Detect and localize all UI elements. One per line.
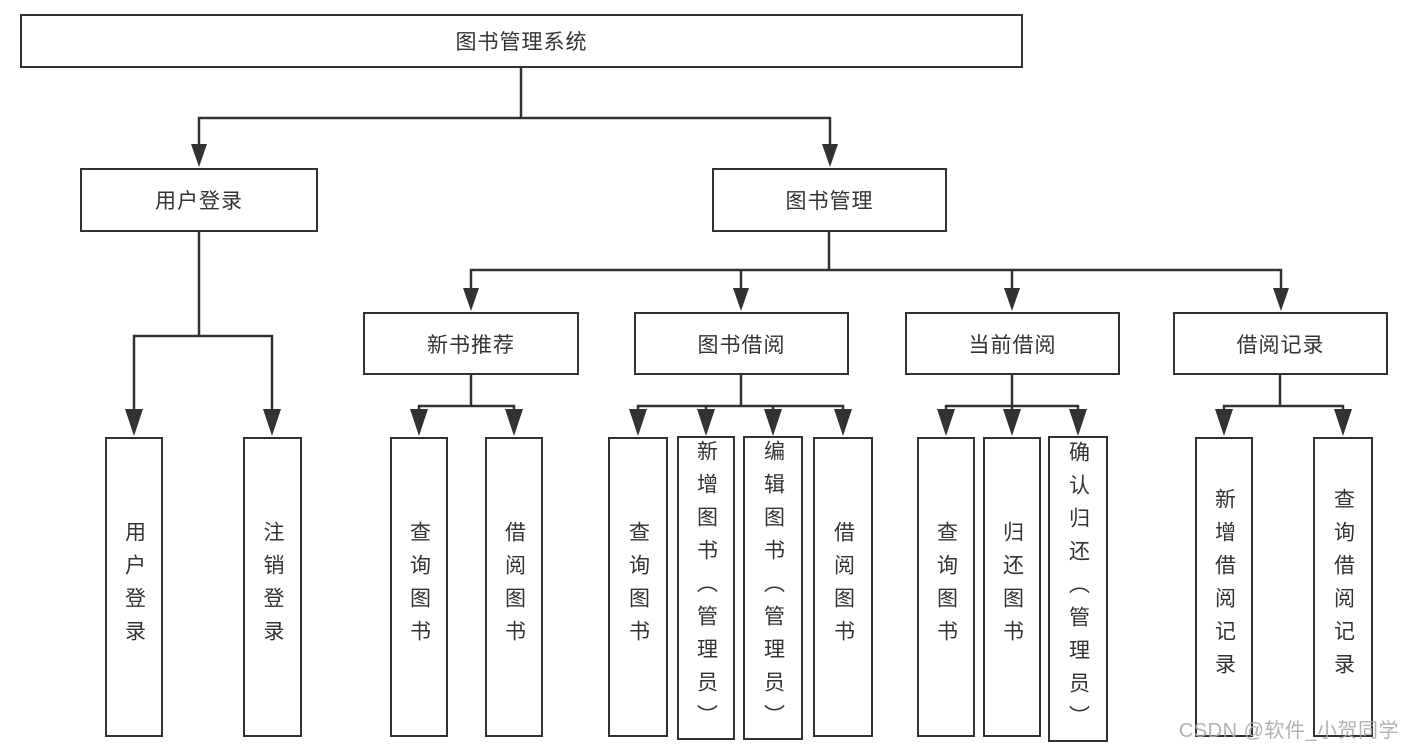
edge-new-book-recommend-to-leaves [410,375,523,436]
edge-current-borrow-to-leaves [937,375,1087,436]
node-root: 图书管理系统 [20,14,1023,68]
leaf-query-book-a-label: 查询图书 [407,521,431,653]
leaf-logout-login: 注销登录 [243,437,302,737]
node-current-borrow: 当前借阅 [905,312,1120,375]
leaf-logout-login-label: 注销登录 [261,521,284,653]
leaf-edit-book-admin-label: 编辑图书（管理员） [761,439,785,737]
node-book-borrow-label: 图书借阅 [697,333,786,357]
node-borrow-record-label: 借阅记录 [1236,333,1325,357]
leaf-query-book-c-label: 查询图书 [934,521,958,653]
leaf-query-book-c: 查询图书 [917,437,975,737]
leaf-borrow-book-a-label: 借阅图书 [502,521,526,653]
leaf-return-book: 归还图书 [983,437,1041,737]
leaf-query-book-b-label: 查询图书 [626,521,650,653]
leaf-add-borrow-record-label: 新增借阅记录 [1212,488,1236,686]
node-root-label: 图书管理系统 [455,31,588,54]
edge-borrow-record-to-leaves [1215,375,1352,436]
leaf-user-login-label: 用户登录 [122,521,146,653]
edge-user-login-to-leaves [125,232,281,436]
leaf-borrow-book-a: 借阅图书 [485,437,543,737]
leaf-edit-book-admin: 编辑图书（管理员） [743,436,803,740]
leaf-user-login: 用户登录 [105,437,163,737]
leaf-confirm-return-admin-label: 确认归还（管理员） [1066,440,1090,738]
leaf-query-borrow-record-label: 查询借阅记录 [1331,488,1355,686]
node-user-login-group: 用户登录 [80,168,318,232]
leaf-add-borrow-record: 新增借阅记录 [1195,437,1253,737]
node-borrow-record: 借阅记录 [1173,312,1388,375]
leaf-add-book-admin-label: 新增图书（管理员） [694,439,718,737]
edge-root-to-level2 [191,68,838,167]
node-current-borrow-label: 当前借阅 [968,333,1057,357]
leaf-query-borrow-record: 查询借阅记录 [1313,437,1373,737]
node-new-book-recommend-label: 新书推荐 [427,333,515,357]
node-book-borrow: 图书借阅 [634,312,849,375]
edge-book-mgmt-to-level3 [463,232,1289,311]
edge-book-borrow-to-leaves [629,375,852,436]
node-new-book-recommend: 新书推荐 [363,312,579,375]
node-book-management-label: 图书管理 [785,190,874,213]
node-user-login-group-label: 用户登录 [155,190,243,213]
leaf-borrow-book-b-label: 借阅图书 [831,521,855,653]
node-book-management: 图书管理 [712,168,947,232]
leaf-borrow-book-b: 借阅图书 [813,437,873,737]
leaf-query-book-a: 查询图书 [390,437,448,737]
leaf-return-book-label: 归还图书 [1000,521,1024,653]
leaf-add-book-admin: 新增图书（管理员） [677,436,735,740]
leaf-query-book-b: 查询图书 [608,437,668,737]
leaf-confirm-return-admin: 确认归还（管理员） [1048,436,1108,742]
